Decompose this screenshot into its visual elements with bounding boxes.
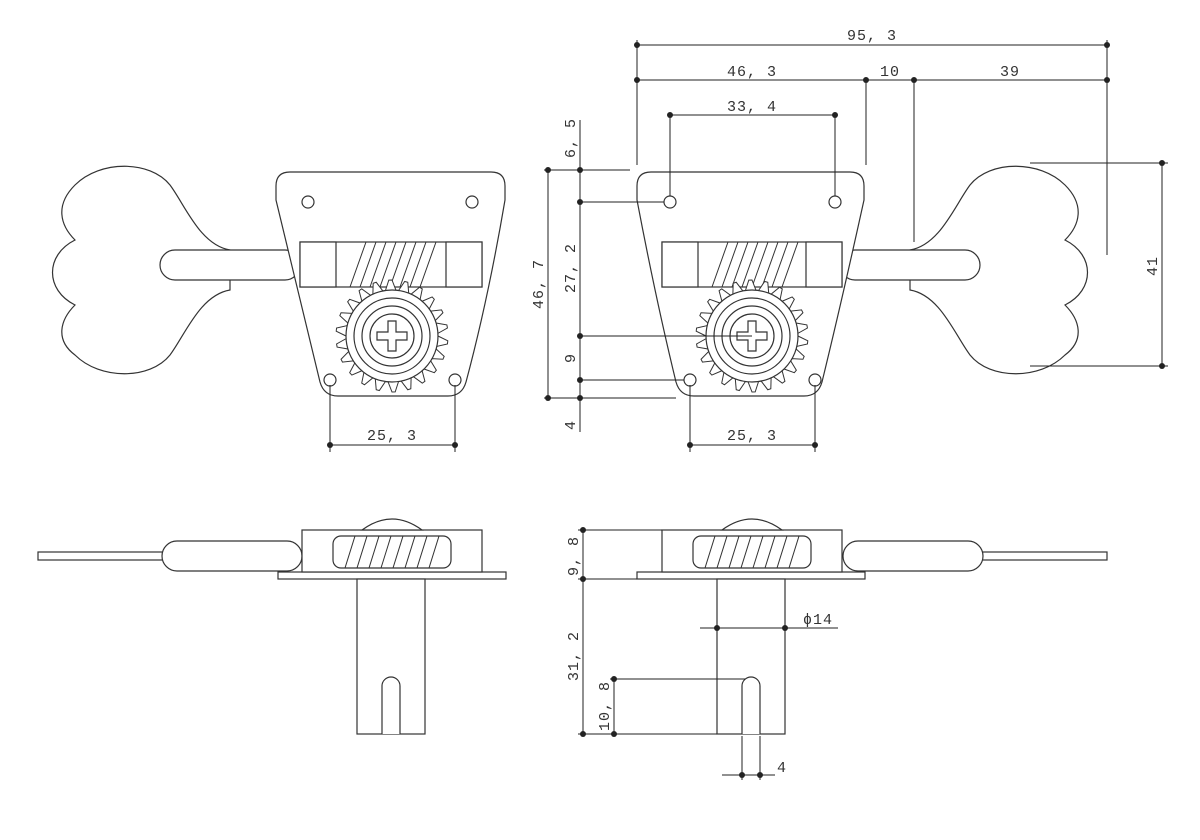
dim-post-diameter: ϕ14 bbox=[700, 612, 838, 631]
label-post-diameter: ϕ14 bbox=[803, 612, 833, 629]
dim-left-heights: 46, 7 6, 5 27, 2 9 4 bbox=[531, 118, 752, 432]
mount-hole-bl bbox=[323, 373, 337, 387]
shaft-side-right bbox=[842, 540, 984, 572]
mount-hole-br-r bbox=[808, 373, 822, 387]
dim-left-bottom-spacing: 25, 3 bbox=[327, 385, 458, 452]
label-slot-height: 10, 8 bbox=[597, 681, 614, 731]
label-hole-to-gear: 27, 2 bbox=[563, 243, 580, 293]
key-button-right bbox=[909, 165, 1088, 375]
side-view-right: 9, 8 31, 2 10, 8 ϕ14 4 bbox=[566, 518, 1108, 780]
string-slot-right bbox=[741, 676, 761, 734]
plate-side-right bbox=[636, 571, 866, 580]
label-hole-spacing-bottom-left: 25, 3 bbox=[367, 428, 417, 445]
gear-side-left bbox=[332, 535, 452, 569]
label-gear-height: 9, 8 bbox=[566, 536, 583, 576]
dim-right-bottom-spacing: 25, 3 bbox=[687, 385, 818, 452]
label-key-height: 41 bbox=[1145, 256, 1162, 276]
key-button-left bbox=[52, 165, 231, 375]
label-post-to-key: 39 bbox=[1000, 64, 1020, 81]
label-plate-to-post: 46, 3 bbox=[727, 64, 777, 81]
dim-slot-width: 4 bbox=[722, 736, 787, 780]
label-plate-height: 46, 7 bbox=[531, 259, 548, 309]
shaft-side-left bbox=[161, 540, 303, 572]
label-bottom-offset: 4 bbox=[563, 420, 580, 430]
mount-hole-bl-r bbox=[683, 373, 697, 387]
label-top-offset: 6, 5 bbox=[563, 118, 580, 158]
mount-hole-tr-r bbox=[828, 195, 842, 209]
dome-right bbox=[720, 518, 784, 531]
mount-hole-tl-r bbox=[663, 195, 677, 209]
label-gear-to-hole: 9 bbox=[563, 353, 580, 363]
label-post-length: 31, 2 bbox=[566, 631, 583, 681]
plate-side-left bbox=[277, 571, 507, 580]
dim-key-height: 41 bbox=[1030, 160, 1168, 369]
label-hole-spacing-top: 33, 4 bbox=[727, 99, 777, 116]
mount-hole-tr bbox=[465, 195, 479, 209]
front-view-right: 95, 3 46, 3 10 39 33, 4 46, 7 bbox=[531, 28, 1168, 452]
dome-left bbox=[360, 518, 424, 531]
pinion-gear-left bbox=[335, 279, 449, 393]
dim-top-widths: 95, 3 46, 3 10 39 33, 4 bbox=[634, 28, 1110, 255]
label-post-gap: 10 bbox=[880, 64, 900, 81]
screw-cross-icon bbox=[376, 320, 408, 352]
shaft-left bbox=[159, 249, 301, 281]
shaft-right bbox=[839, 249, 981, 281]
mount-hole-br bbox=[448, 373, 462, 387]
label-total-width: 95, 3 bbox=[847, 28, 897, 45]
gear-side-right bbox=[692, 535, 812, 569]
front-view-left: 25, 3 bbox=[52, 165, 506, 452]
mount-hole-tl bbox=[301, 195, 315, 209]
worm-gear-left bbox=[299, 241, 483, 288]
dim-side-heights: 9, 8 31, 2 10, 8 bbox=[566, 527, 745, 737]
label-hole-spacing-bottom-right: 25, 3 bbox=[727, 428, 777, 445]
label-slot-width: 4 bbox=[777, 760, 787, 777]
string-slot-left bbox=[381, 676, 401, 734]
side-view-left bbox=[37, 518, 507, 735]
